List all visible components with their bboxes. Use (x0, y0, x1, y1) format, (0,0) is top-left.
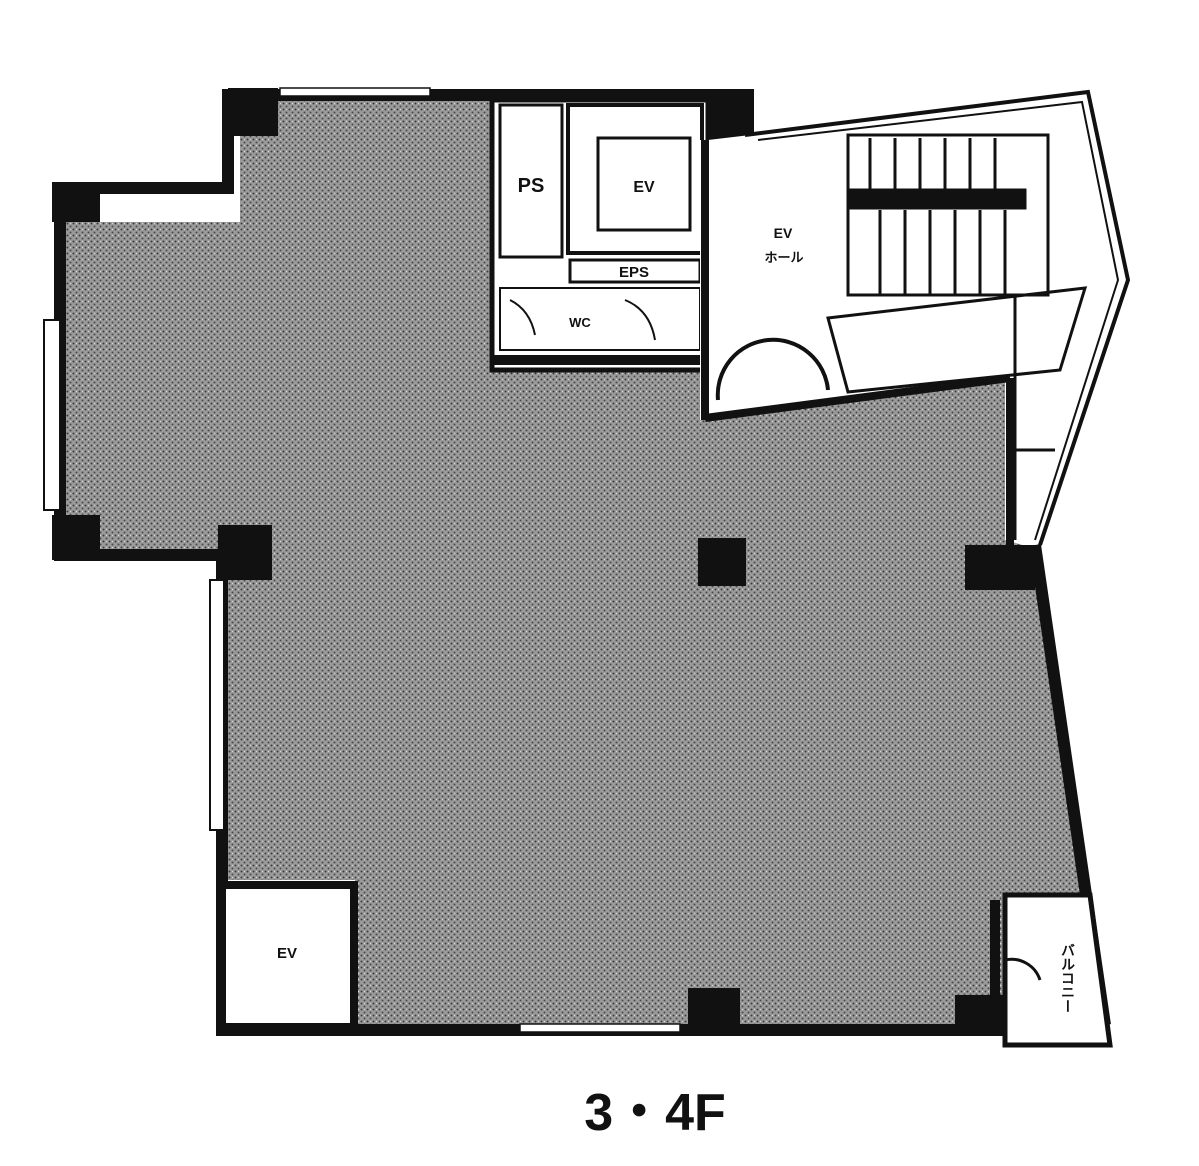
eps-label: EPS (619, 264, 649, 281)
floor-label: 3・4F (584, 1084, 726, 1142)
ev-hall-label-1: EV (774, 225, 793, 241)
ev-bottom-label: EV (277, 945, 297, 962)
bottom-window (519, 1023, 681, 1033)
left-windows (43, 319, 225, 831)
service-core (489, 97, 711, 373)
columns (52, 88, 1035, 1035)
ev-hall-label-2: ホール (764, 250, 803, 265)
top-window (279, 87, 431, 97)
ev-top-label: EV (633, 179, 655, 196)
ps-label: PS (518, 175, 545, 197)
ev-bottom-room (218, 881, 358, 1031)
office-area (62, 95, 1108, 1025)
ev-hall-area (700, 89, 1131, 546)
wc-label: WC (569, 315, 591, 330)
ev-car-top (596, 136, 692, 232)
ev-hall-door (715, 337, 830, 401)
ps-room (498, 103, 564, 259)
staircase (826, 133, 1088, 540)
balcony-room (990, 892, 1113, 1048)
balcony-label: バルコニー (1060, 943, 1076, 1013)
